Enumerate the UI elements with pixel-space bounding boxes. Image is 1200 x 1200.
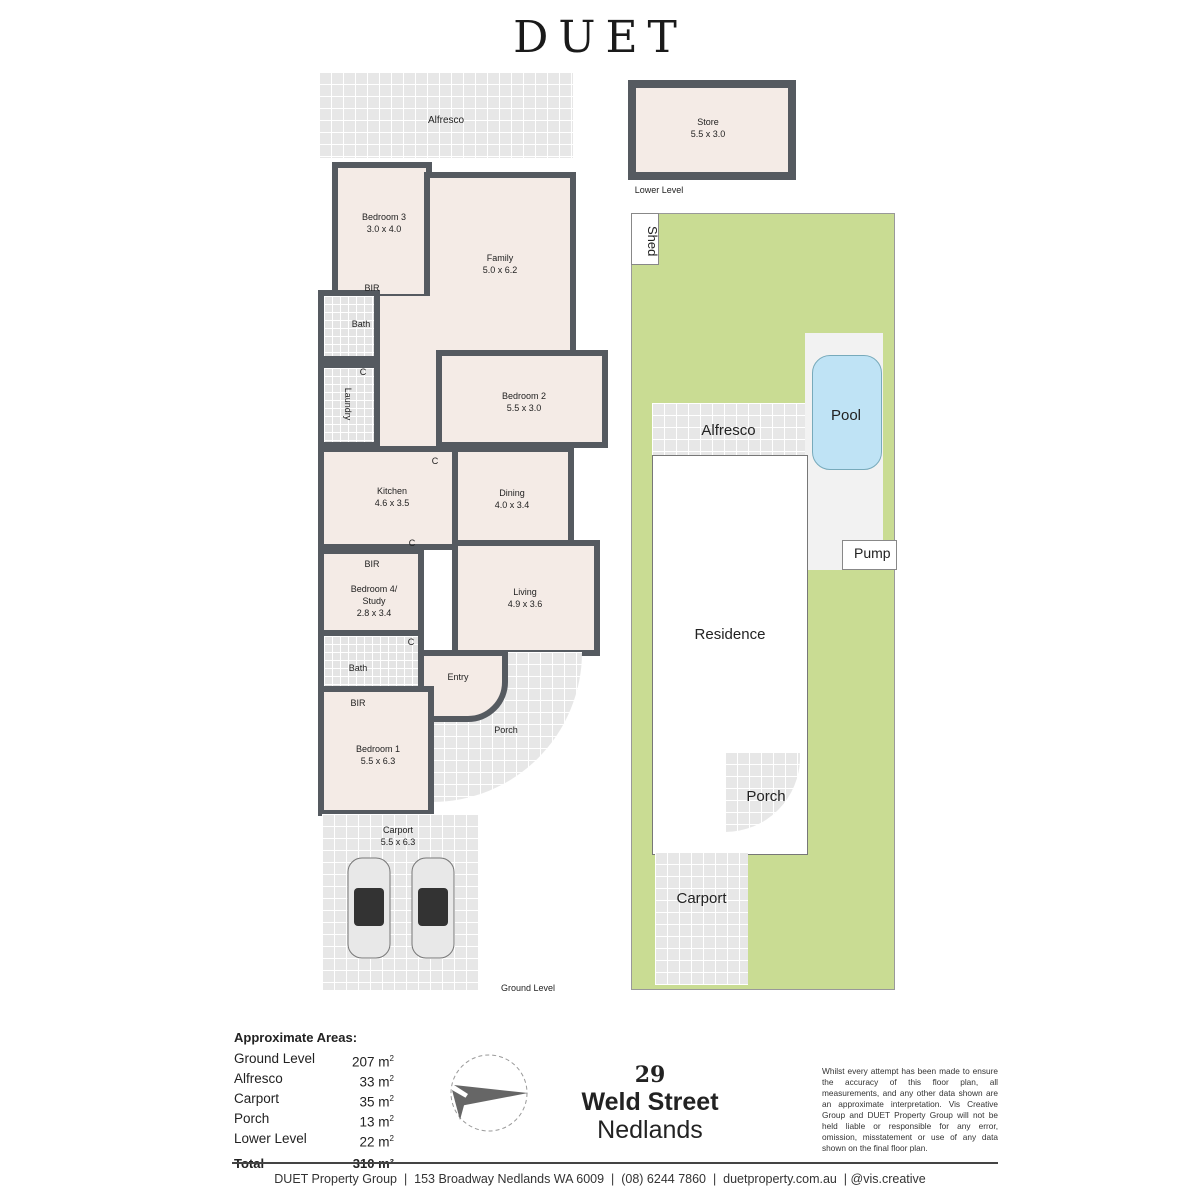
site-carport-label: Carport [676, 890, 727, 907]
pump-label: Pump [854, 545, 891, 561]
label-bath-lower: Bath [348, 663, 368, 673]
site-alfresco-label: Alfresco [701, 422, 756, 439]
label-bir-bed4: BIR [364, 559, 380, 569]
site-alfresco [652, 403, 805, 458]
property-address: 29 Weld Street Nedlands [560, 1062, 740, 1144]
alfresco-area [319, 72, 573, 158]
ground-level-label: Ground Level [500, 983, 556, 993]
label-porch: Porch [494, 725, 518, 735]
label-laundry: Laundry [343, 387, 353, 421]
pool-label: Pool [830, 407, 862, 424]
label-bath-upper: Bath [351, 319, 371, 329]
street-number: 29 [634, 1062, 666, 1088]
divider [232, 1162, 998, 1164]
label-cupboard: C [431, 456, 439, 466]
room-bath-upper [318, 290, 380, 362]
room-bedroom-1 [318, 686, 434, 816]
label-cupboard: C [408, 538, 416, 548]
shed-label: Shed [645, 226, 660, 257]
car-icon [347, 857, 391, 959]
label-bir-bed3: BIR [364, 283, 380, 293]
duet-logo: DUET [513, 12, 687, 63]
disclaimer: Whilst every attempt has been made to en… [822, 1066, 998, 1153]
room-bedroom-4 [318, 548, 424, 636]
room-store [628, 80, 796, 180]
street-name: Weld Street [581, 1088, 719, 1116]
shed-block [631, 213, 659, 265]
site-porch-label: Porch [746, 788, 786, 805]
label-cupboard: C [407, 637, 415, 647]
room-family [424, 172, 576, 358]
suburb: Nedlands [597, 1116, 703, 1144]
room-bedroom-2 [436, 350, 608, 448]
footer-contact: DUET Property Group | 153 Broadway Nedla… [274, 1172, 926, 1186]
residence-label: Residence [694, 626, 766, 643]
areas-heading: Approximate Areas: [234, 1030, 358, 1045]
room-dining [452, 446, 574, 550]
car-icon [411, 857, 455, 959]
label-bir-bed1: BIR [350, 698, 366, 708]
label-cupboard: C [359, 367, 367, 377]
label-entry: Entry [447, 672, 469, 682]
car-icons [347, 857, 455, 959]
alfresco-label: Alfresco [427, 115, 465, 126]
pump-block [842, 540, 897, 570]
lower-level-label: Lower Level [634, 185, 684, 195]
hallway [380, 296, 440, 450]
room-laundry [318, 362, 380, 448]
north-compass-icon [450, 1054, 528, 1132]
pool [812, 355, 882, 470]
site-carport [655, 852, 748, 985]
